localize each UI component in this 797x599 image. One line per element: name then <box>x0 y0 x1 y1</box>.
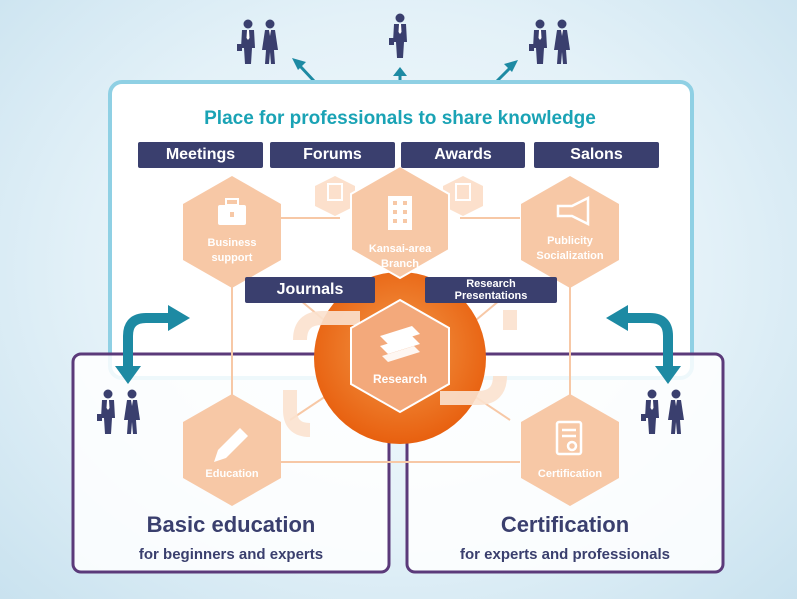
right-curved-arrow-head <box>606 305 628 331</box>
meetings-bar: Meetings <box>138 142 263 168</box>
research-presentations-bar: Research Presentations <box>425 277 557 303</box>
kansai-branch-label: Kansai-area Branch <box>350 242 450 272</box>
headline: Place for professionals to share knowled… <box>204 108 596 129</box>
publicity-line2: Socialization <box>536 250 604 262</box>
business-support-label: Business support <box>182 236 282 266</box>
basic-education-title-block: Basic education for beginners and expert… <box>73 512 389 563</box>
small-building-hex <box>315 176 355 216</box>
awards-bar: Awards <box>401 142 525 168</box>
left-curved-arrow-head-down <box>115 366 141 384</box>
pen-icon <box>214 428 248 462</box>
certification-title: Certification <box>500 512 630 537</box>
research-label: Research <box>372 372 428 386</box>
briefcase-icon <box>218 198 246 225</box>
publicity-line1: Publicity <box>547 235 593 247</box>
forums-bar: Forums <box>270 142 395 168</box>
basic-education-title: Basic education <box>146 512 316 537</box>
megaphone-icon <box>556 195 590 227</box>
left-curved-arrow-head <box>168 305 190 331</box>
left-curved-arrow-icon <box>123 313 172 372</box>
certification-subtitle: for experts and professionals <box>459 546 671 563</box>
certification-hex-label: Certification <box>537 468 603 480</box>
small-building-hex <box>443 176 483 216</box>
right-curved-arrow-head-down <box>655 366 681 384</box>
research-presentations-line2: Presentations <box>454 290 528 302</box>
people-icon <box>237 19 278 64</box>
journals-bar: Journals <box>245 277 375 303</box>
business-support-line2: support <box>211 252 253 264</box>
cycle-arrow-icon <box>283 310 517 437</box>
salons-bar: Salons <box>534 142 659 168</box>
publicity-label: Publicity Socialization <box>520 234 620 264</box>
certification-title-block: Certification for experts and profession… <box>407 512 723 563</box>
books-icon <box>380 326 420 362</box>
right-curved-arrow-icon <box>624 313 673 372</box>
kansai-branch-line1: Kansai-area <box>368 243 432 255</box>
publicity-hex <box>521 176 619 288</box>
people-icon <box>529 19 570 64</box>
business-support-hex <box>183 176 281 288</box>
business-support-line1: Business <box>207 237 257 249</box>
basic-education-subtitle: for beginners and experts <box>138 546 324 563</box>
people-icon <box>389 13 407 58</box>
building-icon <box>388 196 412 230</box>
kansai-branch-line2: Branch <box>381 258 419 270</box>
research-presentations-line1: Research <box>466 278 516 290</box>
certificate-icon <box>555 420 583 456</box>
education-label: Education <box>205 468 259 480</box>
